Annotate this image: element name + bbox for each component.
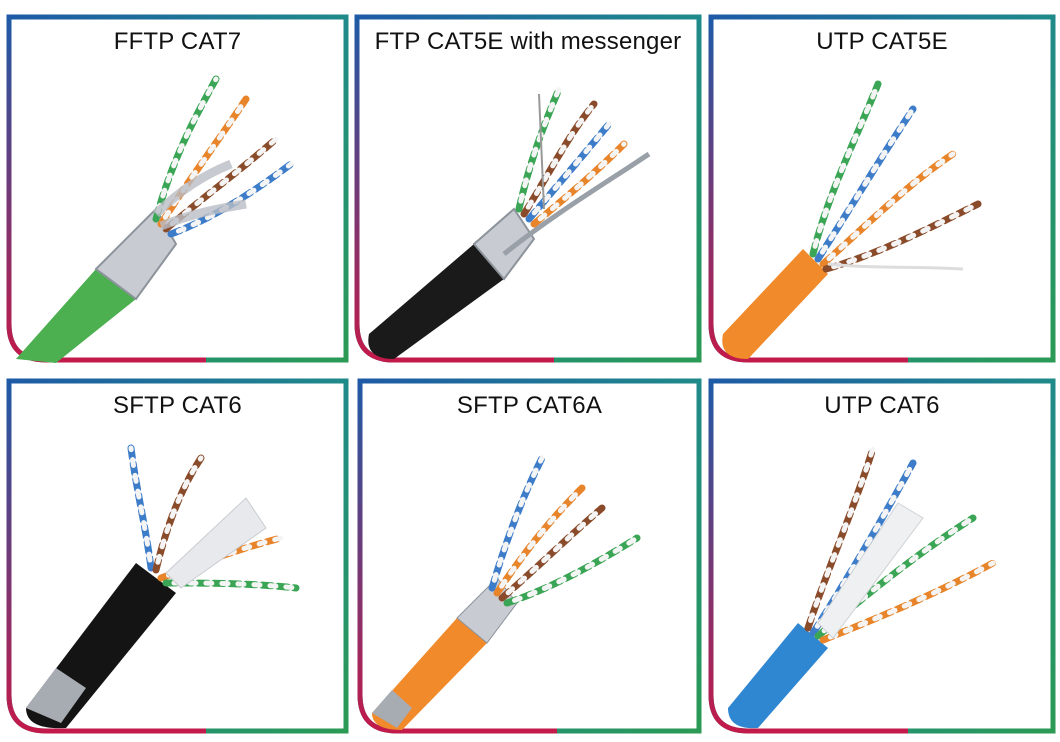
panel-frame xyxy=(708,378,1056,734)
panel-title: SFTP CAT6A xyxy=(456,392,603,419)
panel-frame xyxy=(708,14,1056,363)
cable-panel-ftp-cat5e-messenger: FTP CAT5E with messenger xyxy=(354,14,702,363)
cable-photo-ftp-cat5e-messenger xyxy=(368,85,651,359)
panel-title: FFTP CAT7 xyxy=(113,28,242,55)
panel-frame xyxy=(357,378,702,734)
cable-photo-fftp-cat7 xyxy=(16,75,295,363)
panel-frame xyxy=(6,378,349,734)
cable-panel-sftp-cat6: SFTP CAT6 xyxy=(6,378,349,734)
panel-frame xyxy=(354,14,702,363)
cable-panel-utp-cat5e: UTP CAT5E xyxy=(708,14,1056,363)
cable-photo-sftp-cat6a xyxy=(372,454,641,730)
cable-photo-utp-cat6 xyxy=(728,444,997,729)
panel-title: UTP CAT6 xyxy=(824,392,940,419)
panel-title: UTP CAT5E xyxy=(816,28,948,55)
cable-photo-utp-cat5e xyxy=(722,80,982,359)
cable-photo-sftp-cat6 xyxy=(26,444,300,729)
cable-panel-fftp-cat7: FFTP CAT7 xyxy=(6,14,349,363)
panel-title: SFTP CAT6 xyxy=(113,392,242,419)
cable-panel-utp-cat6: UTP CAT6 xyxy=(708,378,1056,734)
cable-panel-sftp-cat6a: SFTP CAT6A xyxy=(357,378,702,734)
panel-title: FTP CAT5E with messenger xyxy=(374,28,682,55)
